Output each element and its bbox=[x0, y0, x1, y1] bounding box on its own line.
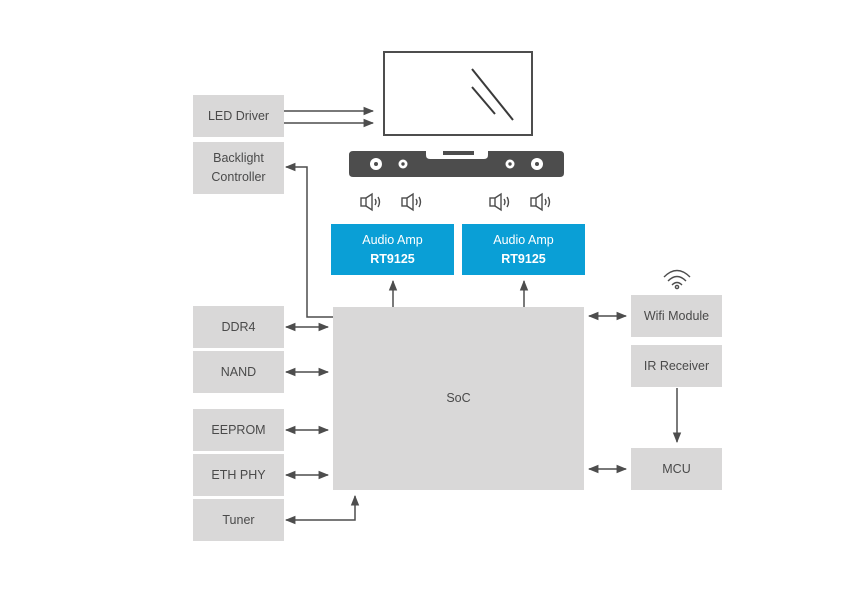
nand-label: NAND bbox=[220, 364, 257, 379]
eeprom-block: EEPROM bbox=[193, 409, 284, 451]
eth-phy-block: ETH PHY bbox=[193, 454, 284, 496]
audio-amp-block-1: Audio Amp RT9125 bbox=[331, 224, 454, 275]
soc-to-backlight-arrow bbox=[284, 162, 333, 318]
audio-amp-part-number: RT9125 bbox=[370, 251, 415, 266]
mcu-label: MCU bbox=[662, 461, 691, 476]
backlight-controller-block: Backlight Controller bbox=[193, 142, 284, 194]
soc-label: SoC bbox=[446, 391, 471, 405]
tuner-block: Tuner bbox=[193, 499, 284, 541]
tv-display-icon bbox=[383, 51, 533, 136]
ddr4-block: DDR4 bbox=[193, 306, 284, 348]
tuner-label: Tuner bbox=[222, 512, 255, 527]
audio-amp-block-2: Audio Amp RT9125 bbox=[462, 224, 585, 275]
ir-receiver-block: IR Receiver bbox=[631, 345, 722, 387]
tuner-soc-arrow bbox=[284, 494, 360, 525]
speaker-icon bbox=[401, 192, 422, 212]
nand-block: NAND bbox=[193, 351, 284, 393]
led-driver-label: LED Driver bbox=[207, 108, 270, 123]
wifi-icon bbox=[663, 269, 691, 290]
audio-amp-label: Audio Amp bbox=[362, 232, 423, 247]
soc-block: SoC bbox=[333, 307, 584, 490]
backlight-label-line2: Controller bbox=[211, 170, 266, 184]
ddr4-label: DDR4 bbox=[221, 319, 256, 334]
mcu-block: MCU bbox=[631, 448, 722, 490]
audio-amp-label: Audio Amp bbox=[493, 232, 554, 247]
ir-receiver-label: IR Receiver bbox=[643, 358, 710, 373]
eeprom-label: EEPROM bbox=[211, 422, 266, 437]
speaker-icon bbox=[530, 192, 551, 212]
led-driver-block: LED Driver bbox=[193, 95, 284, 137]
speaker-icon bbox=[360, 192, 381, 212]
backlight-label-line1: Backlight bbox=[213, 151, 264, 165]
speaker-icon bbox=[489, 192, 510, 212]
wifi-module-block: Wifi Module bbox=[631, 295, 722, 337]
audio-amp-part-number: RT9125 bbox=[501, 251, 546, 266]
wifi-module-label: Wifi Module bbox=[643, 308, 710, 323]
eth-phy-label: ETH PHY bbox=[211, 467, 266, 482]
soundbar-icon bbox=[349, 151, 564, 177]
